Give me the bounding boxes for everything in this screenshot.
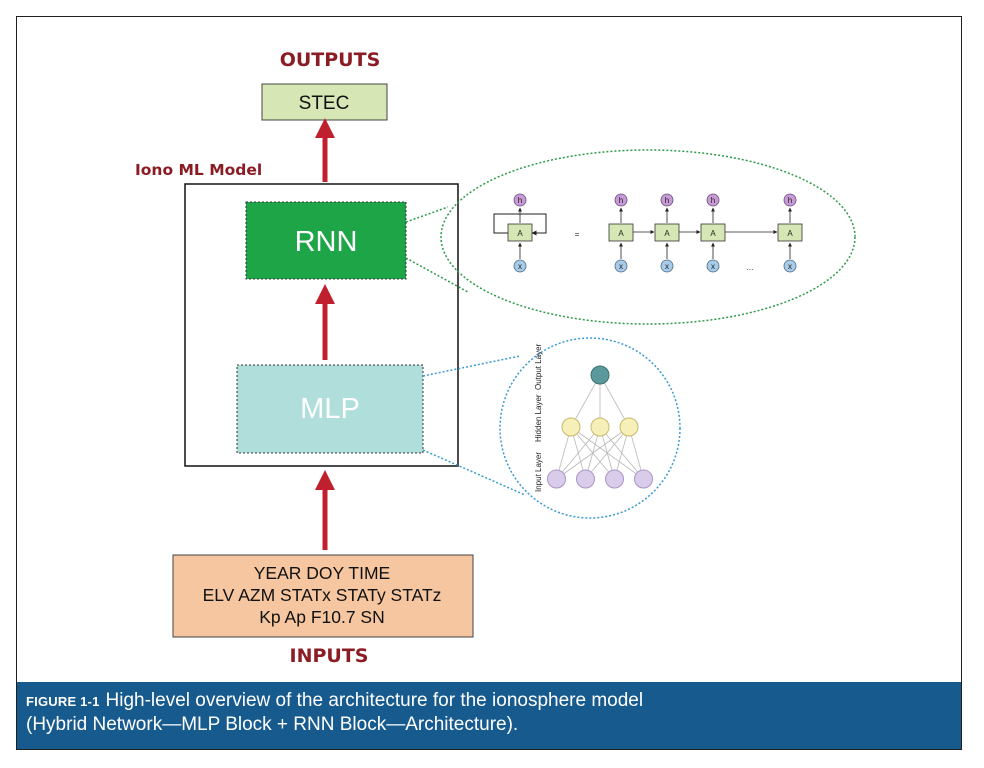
rnn-input-node-2 bbox=[660, 259, 674, 273]
inputs-box bbox=[172, 554, 474, 638]
rnn-hidden-node-2 bbox=[660, 193, 674, 207]
rnn-hidden-node bbox=[513, 193, 527, 207]
mlp-connector-top bbox=[422, 355, 521, 377]
mlp-input-node-1 bbox=[547, 469, 566, 489]
model-label: Iono ML Model bbox=[135, 161, 262, 179]
model-box bbox=[184, 183, 459, 467]
rnn-hidden-label-3: h bbox=[711, 196, 715, 205]
mlp-hidden-node-2 bbox=[590, 417, 610, 437]
mlp-input-node-4 bbox=[634, 469, 653, 489]
rnn-cell-folded-label: A bbox=[517, 229, 523, 238]
inputs-line-2: ELV AZM STATx STATy STATz bbox=[203, 585, 442, 605]
mlp-output-node-1 bbox=[590, 365, 610, 385]
rnn-input-label-3: x bbox=[711, 262, 715, 271]
caption-text-line-2: (Hybrid Network—MLP Block + RNN Block—Ar… bbox=[26, 714, 519, 735]
mlp-input-node-2 bbox=[576, 469, 595, 489]
rnn-hidden-label-2: h bbox=[665, 196, 669, 205]
mlp-hidden-node-1 bbox=[561, 417, 581, 437]
rnn-input-label-1: x bbox=[619, 262, 623, 271]
rnn-input-node-label: x bbox=[518, 262, 522, 271]
rnn-cell-label-2: A bbox=[664, 229, 670, 238]
caption-label: FIGURE 1-1 bbox=[26, 694, 100, 709]
stec-label: STEC bbox=[299, 93, 350, 114]
rnn-label: RNN bbox=[295, 226, 358, 258]
mlp-block bbox=[236, 364, 424, 454]
mlp-label: MLP bbox=[300, 393, 360, 425]
mlp-edge-0-0-0 bbox=[570, 374, 601, 428]
rnn-input-label-4: x bbox=[788, 262, 792, 271]
mlp-edge-1-2-1 bbox=[585, 426, 630, 480]
caption-text: High-level overview of the architecture … bbox=[105, 690, 644, 711]
rnn-input-node-3 bbox=[706, 259, 720, 273]
rnn-cell-label-3: A bbox=[710, 229, 716, 238]
rnn-cell-1 bbox=[608, 223, 634, 242]
rnn-hidden-node-label: h bbox=[518, 196, 522, 205]
mlp-detail-circle bbox=[499, 337, 681, 519]
rnn-equals-sign: = bbox=[575, 230, 580, 239]
inputs-heading: INPUTS bbox=[290, 645, 369, 667]
rnn-cell-label-1: A bbox=[618, 229, 624, 238]
mlp-layer-label-hidden: Hidden Layer bbox=[534, 394, 543, 442]
rnn-cell-label-4: A bbox=[787, 229, 793, 238]
rnn-cell-4 bbox=[777, 223, 803, 242]
mlp-edge-1-2-0 bbox=[556, 426, 630, 480]
mlp-detail: Output Layer Hidden Layer Input Layer bbox=[534, 343, 653, 492]
rnn-cell-2 bbox=[654, 223, 680, 242]
mlp-layer-label-input: Input Layer bbox=[534, 452, 543, 492]
mlp-edge-1-1-0 bbox=[556, 426, 601, 480]
rnn-input-node bbox=[513, 259, 527, 273]
rnn-hidden-label-1: h bbox=[619, 196, 623, 205]
mlp-connector-bottom bbox=[422, 449, 526, 496]
rnn-input-label-2: x bbox=[665, 262, 669, 271]
rnn-hidden-node-3 bbox=[706, 193, 720, 207]
outputs-heading: OUTPUTS bbox=[280, 49, 381, 71]
inputs-line-1: YEAR DOY TIME bbox=[254, 563, 390, 583]
rnn-input-node-4 bbox=[783, 259, 797, 273]
rnn-ellipsis: ... bbox=[747, 263, 754, 272]
mlp-input-node-3 bbox=[605, 469, 624, 489]
rnn-detail: A h x = ... Ah x Ah x Ah x Ah x bbox=[493, 193, 803, 273]
rnn-cell-3 bbox=[700, 223, 726, 242]
mlp-hidden-node-3 bbox=[619, 417, 639, 437]
mlp-layer-label-output: Output Layer bbox=[534, 343, 543, 390]
rnn-hidden-node-1 bbox=[614, 193, 628, 207]
rnn-hidden-label-4: h bbox=[788, 196, 792, 205]
mlp-edge-0-0-2 bbox=[599, 374, 630, 428]
rnn-input-node-1 bbox=[614, 259, 628, 273]
rnn-hidden-node-4 bbox=[783, 193, 797, 207]
rnn-detail-ellipse bbox=[440, 149, 856, 325]
rnn-block bbox=[245, 201, 407, 280]
rnn-connector-top bbox=[405, 206, 449, 223]
figure-frame bbox=[16, 16, 962, 750]
inputs-line-3: Kp Ap F10.7 SN bbox=[259, 607, 385, 627]
figure-caption: FIGURE 1-1 High-level overview of the arc… bbox=[17, 682, 961, 749]
